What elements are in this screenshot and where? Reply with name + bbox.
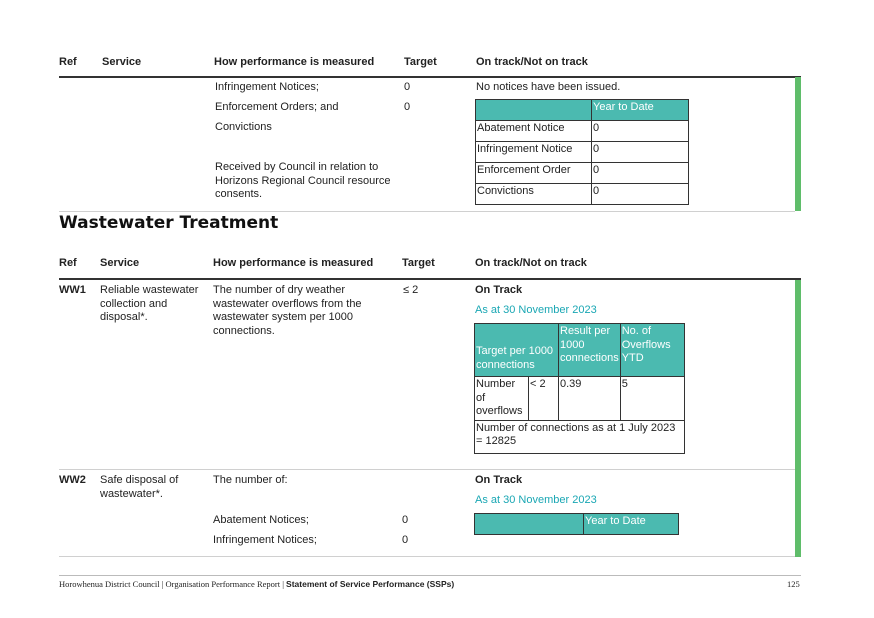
measure-item: Enforcement Orders; and <box>215 101 339 113</box>
notices-table: Year to Date <box>474 513 679 535</box>
header-rule <box>59 278 801 280</box>
table-row-count: 5 <box>619 376 686 421</box>
measure-item: Convictions <box>215 121 272 133</box>
table-row-value: 0 <box>591 183 689 205</box>
table-row-label: Convictions <box>475 183 592 205</box>
table-row-label: Abatement Notice <box>475 120 592 142</box>
ref-code: WW2 <box>59 474 86 486</box>
footer-org: Horowhenua District Council | Organisati… <box>59 579 287 589</box>
col-header-measure: How performance is measured <box>214 56 375 68</box>
col-header-service: Service <box>100 257 140 269</box>
col-header-service: Service <box>102 56 142 68</box>
service-name: Reliable wastewater collection and dispo… <box>100 284 199 323</box>
status-bar <box>795 280 801 557</box>
ref-code: WW1 <box>59 284 86 296</box>
measure-item: Abatement Notices; <box>213 514 309 526</box>
table-row-label: Infringement Notice <box>475 141 592 163</box>
table-note: Number of connections as at 1 July 2023 … <box>474 419 685 454</box>
row-divider <box>59 556 795 557</box>
col-header-status: On track/Not on track <box>476 56 588 68</box>
col-header-target: Target <box>404 56 437 68</box>
table-header-ytd: Year to Date <box>591 99 689 121</box>
status-label: On Track <box>475 474 523 486</box>
table-row-value: 0 <box>591 120 689 142</box>
status-bar <box>795 77 801 211</box>
table-header-count: No. of Overflows YTD <box>619 323 686 377</box>
measure-item: Infringement Notices; <box>215 81 319 93</box>
col-header-ref: Ref <box>59 56 77 68</box>
measure-text: The number of dry weather wastewater ove… <box>213 284 362 337</box>
target-value: 0 <box>404 81 411 93</box>
table-row-value: 0 <box>591 162 689 184</box>
service-name: Safe disposal of wastewater*. <box>100 474 179 500</box>
target-value: 0 <box>404 101 411 113</box>
status-label: On Track <box>475 284 523 296</box>
as-at-date: As at 30 November 2023 <box>475 304 597 316</box>
table-row-target: < 2 <box>528 376 559 421</box>
header-rule <box>59 76 801 78</box>
footer-report-title: Statement of Service Performance (SSPs) <box>286 579 455 589</box>
section-title: Wastewater Treatment <box>59 213 279 233</box>
table-row-value: 0 <box>591 141 689 163</box>
target-value: 0 <box>402 514 409 526</box>
row-divider <box>59 469 795 470</box>
col-header-measure: How performance is measured <box>213 257 374 269</box>
footer-text: Horowhenua District Council | Organisati… <box>59 579 454 589</box>
target-value: ≤ 2 <box>403 284 419 296</box>
col-header-status: On track/Not on track <box>475 257 587 269</box>
col-header-ref: Ref <box>59 257 77 269</box>
measure-item: Received by Council in relation to Horiz… <box>215 161 391 200</box>
col-header-target: Target <box>402 257 435 269</box>
overflows-table: Target per 1000 connections Result per 1… <box>474 323 686 454</box>
table-row-label: Enforcement Order <box>475 162 592 184</box>
table-header-ytd: Year to Date <box>583 513 679 535</box>
table-row-result: 0.39 <box>558 376 621 421</box>
footer-rule <box>59 575 801 576</box>
section-divider <box>59 211 795 212</box>
as-at-date: As at 30 November 2023 <box>475 494 597 506</box>
status-note: No notices have been issued. <box>476 81 621 93</box>
measure-item: Infringement Notices; <box>213 534 317 546</box>
measure-intro: The number of: <box>213 474 288 486</box>
table-header-target: Target per 1000 connections <box>474 323 559 377</box>
target-value: 0 <box>402 534 409 546</box>
page-number: 125 <box>787 579 800 589</box>
table-row-label: Number of overflows <box>474 376 529 421</box>
table-header-result: Result per 1000 connections <box>558 323 621 377</box>
